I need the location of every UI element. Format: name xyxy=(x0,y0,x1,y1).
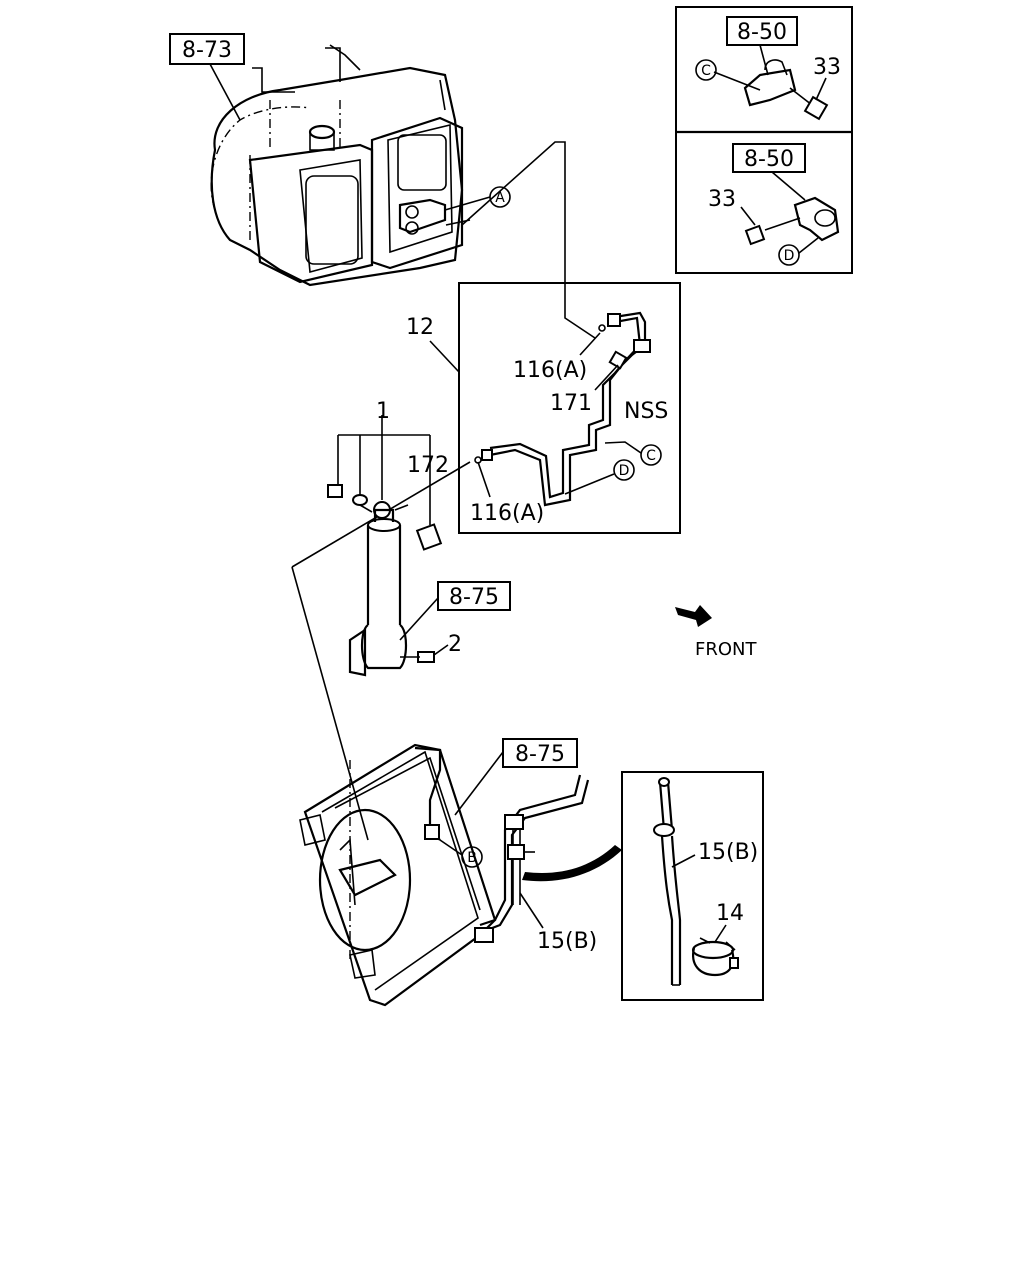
marker-c-pipe: C xyxy=(604,441,662,466)
clip-drawing-lower xyxy=(740,196,840,246)
label-15b-main: 15(B) xyxy=(537,929,597,954)
label-172: 172 xyxy=(407,453,449,478)
label-116a-bottom: 116(A) xyxy=(470,501,544,526)
leader-receiver-to-condenser xyxy=(291,566,369,841)
hose-detail-drawing xyxy=(653,777,739,986)
label-33-bottom: 33 xyxy=(708,187,736,212)
evaporator-unit-drawing xyxy=(210,44,491,287)
label-front: FRONT xyxy=(695,639,757,660)
label-1: 1 xyxy=(376,399,390,424)
label-116a-top: 116(A) xyxy=(513,358,587,383)
label-12: 12 xyxy=(406,315,434,340)
svg-text:8-75: 8-75 xyxy=(515,742,565,767)
receiver-drier-drawing xyxy=(327,415,443,677)
clip-drawing-upper xyxy=(713,59,829,121)
svg-text:8-50: 8-50 xyxy=(744,147,794,172)
marker-d-bottom-inset: D xyxy=(778,237,819,266)
leader-12 xyxy=(429,340,460,373)
label-14: 14 xyxy=(716,901,744,926)
svg-text:A: A xyxy=(495,190,505,206)
label-33-top: 33 xyxy=(813,55,841,80)
marker-a-evap: A xyxy=(489,186,511,208)
label-nss: NSS xyxy=(624,399,668,424)
marker-d-pipe: D xyxy=(564,459,635,495)
detail-arrow-icon xyxy=(522,845,622,882)
ref-850-bottom-callout: 8-50 xyxy=(732,143,806,201)
ref-873-callout: 8-73 xyxy=(169,33,245,121)
svg-text:D: D xyxy=(784,248,795,264)
pipe-detail-box xyxy=(458,282,681,534)
ref-875-receiver-callout: 8-75 xyxy=(399,581,511,641)
svg-text:8-50: 8-50 xyxy=(737,20,787,45)
svg-text:8-75: 8-75 xyxy=(449,585,499,610)
svg-text:D: D xyxy=(619,463,630,479)
label-2: 2 xyxy=(448,632,462,657)
front-arrow-icon xyxy=(675,605,712,627)
label-15b-inset: 15(B) xyxy=(698,840,758,865)
clip-inset-panel xyxy=(675,6,853,274)
svg-text:C: C xyxy=(646,448,656,464)
ref-850-top-callout: 8-50 xyxy=(726,16,798,76)
label-171: 171 xyxy=(550,391,592,416)
pipe-drawing xyxy=(474,311,651,507)
marker-c-top-inset: C xyxy=(695,59,717,81)
condenser-drawing xyxy=(299,743,590,1007)
svg-text:C: C xyxy=(701,63,711,79)
marker-b-condenser: B xyxy=(439,839,483,868)
svg-text:B: B xyxy=(467,850,477,866)
hose-detail-panel xyxy=(621,771,764,1001)
ref-875-condenser-callout: 8-75 xyxy=(454,738,578,816)
ref-873-text: 8-73 xyxy=(182,38,232,63)
